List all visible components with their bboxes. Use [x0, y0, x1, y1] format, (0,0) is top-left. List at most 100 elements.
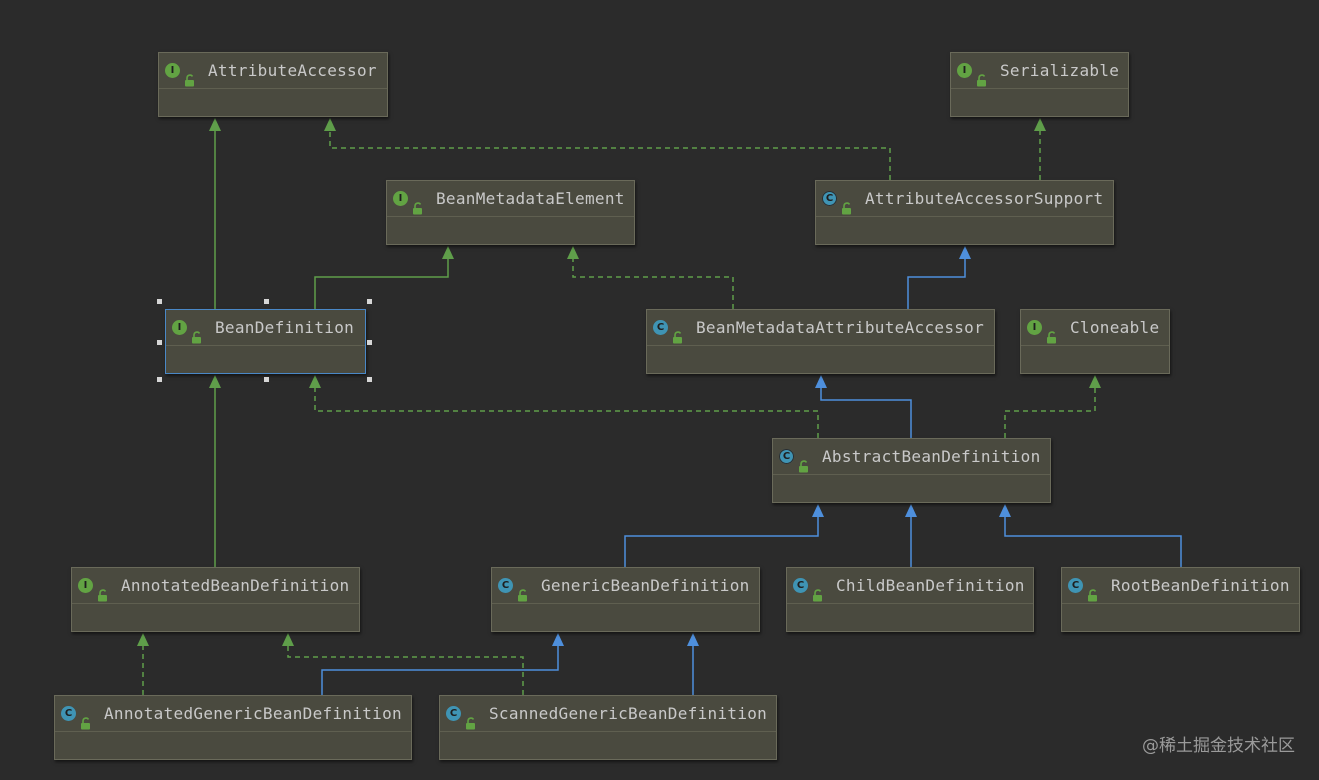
edge-beanDefinition-to-beanMetadataElement: [314, 246, 454, 309]
arrowhead: [999, 504, 1011, 517]
edge-line: [1004, 517, 1182, 567]
public-lock-icon: [812, 579, 824, 602]
selection-handle[interactable]: [263, 299, 269, 304]
class-node-header: I Serializable: [951, 53, 1128, 89]
interface-icon: I: [165, 63, 180, 78]
class-node-header: C GenericBeanDefinition: [492, 568, 759, 604]
edge-line: [907, 259, 966, 309]
edge-line: [329, 131, 891, 180]
edge-beanMetadataAttributeAccessor-to-beanMetadataElement: [567, 246, 734, 309]
class-node-header: I AttributeAccessor: [159, 53, 387, 89]
interface-icon: I: [1027, 320, 1042, 335]
class-name: AttributeAccessor: [208, 61, 377, 80]
edge-line: [287, 646, 524, 695]
edge-line: [314, 388, 819, 438]
arrowhead: [209, 118, 221, 131]
abstract-class-icon: C: [779, 449, 794, 464]
public-lock-icon: [191, 321, 203, 344]
arrowhead: [1034, 118, 1046, 131]
class-node-genericBeanDefinition[interactable]: C GenericBeanDefinition: [491, 567, 760, 632]
public-lock-icon: [97, 579, 109, 602]
arrowhead: [309, 375, 321, 388]
class-node-header: C AnnotatedGenericBeanDefinition: [55, 696, 411, 732]
public-lock-icon: [412, 192, 424, 215]
class-node-header: C ChildBeanDefinition: [787, 568, 1033, 604]
class-icon: C: [498, 578, 513, 593]
edge-attributeAccessorSupport-to-attributeAccessor: [324, 118, 891, 180]
selection-handle[interactable]: [157, 377, 162, 382]
class-name: AnnotatedGenericBeanDefinition: [104, 704, 402, 723]
public-lock-icon: [672, 321, 684, 344]
class-node-serializable[interactable]: I Serializable: [950, 52, 1129, 117]
edge-line: [314, 259, 449, 309]
edge-scannedGenericBeanDefinition-to-annotatedBeanDefinition: [282, 633, 524, 695]
public-lock-icon: [1087, 579, 1099, 602]
class-node-header: I BeanMetadataElement: [387, 181, 634, 217]
class-name: ChildBeanDefinition: [836, 576, 1025, 595]
edge-genericBeanDefinition-to-abstractBeanDefinition: [624, 504, 824, 567]
public-lock-icon: [80, 707, 92, 730]
edge-abstractBeanDefinition-to-beanDefinition: [309, 375, 819, 438]
public-lock-icon: [517, 579, 529, 602]
edge-line: [820, 388, 912, 438]
arrowhead: [567, 246, 579, 259]
selection-handle[interactable]: [263, 377, 269, 382]
selection-handle[interactable]: [157, 339, 162, 345]
edge-line: [1004, 388, 1096, 438]
class-node-beanDefinition[interactable]: I BeanDefinition: [165, 309, 366, 374]
edge-beanMetadataAttributeAccessor-to-attributeAccessorSupport: [907, 246, 971, 309]
arrowhead: [812, 504, 824, 517]
class-icon: C: [793, 578, 808, 593]
class-node-annotatedGenericBeanDefinition[interactable]: C AnnotatedGenericBeanDefinition: [54, 695, 412, 760]
arrowhead: [905, 504, 917, 517]
class-node-beanMetadataAttributeAccessor[interactable]: C BeanMetadataAttributeAccessor: [646, 309, 995, 374]
watermark: @稀土掘金技术社区: [1142, 736, 1295, 756]
class-icon: C: [61, 706, 76, 721]
interface-icon: I: [172, 320, 187, 335]
edge-annotatedGenericBeanDefinition-to-annotatedBeanDefinition: [137, 633, 149, 695]
abstract-class-icon: C: [822, 191, 837, 206]
public-lock-icon: [841, 192, 853, 215]
class-name: AbstractBeanDefinition: [822, 447, 1041, 466]
public-lock-icon: [976, 64, 988, 87]
edge-line: [572, 259, 734, 309]
edge-annotatedGenericBeanDefinition-to-genericBeanDefinition: [321, 633, 564, 695]
arrowhead: [442, 246, 454, 259]
selection-handle[interactable]: [367, 377, 372, 382]
arrowhead: [209, 375, 221, 388]
arrowhead: [687, 633, 699, 646]
interface-icon: I: [393, 191, 408, 206]
class-name: Serializable: [1000, 61, 1120, 80]
public-lock-icon: [184, 64, 196, 87]
edge-abstractBeanDefinition-to-cloneable: [1004, 375, 1101, 438]
selection-handle[interactable]: [367, 339, 372, 345]
class-name: BeanDefinition: [215, 318, 355, 337]
interface-icon: I: [957, 63, 972, 78]
class-name: BeanMetadataElement: [436, 189, 625, 208]
arrowhead: [324, 118, 336, 131]
selection-handle[interactable]: [157, 299, 162, 304]
class-node-header: C AbstractBeanDefinition: [773, 439, 1050, 475]
arrowhead: [552, 633, 564, 646]
public-lock-icon: [465, 707, 477, 730]
public-lock-icon: [798, 450, 810, 473]
arrowhead: [1089, 375, 1101, 388]
class-node-childBeanDefinition[interactable]: C ChildBeanDefinition: [786, 567, 1034, 632]
class-name: GenericBeanDefinition: [541, 576, 750, 595]
edge-childBeanDefinition-to-abstractBeanDefinition: [905, 504, 917, 567]
class-node-abstractBeanDefinition[interactable]: C AbstractBeanDefinition: [772, 438, 1051, 503]
class-name: BeanMetadataAttributeAccessor: [696, 318, 985, 337]
class-icon: C: [1068, 578, 1083, 593]
class-node-attributeAccessor[interactable]: I AttributeAccessor: [158, 52, 388, 117]
class-node-beanMetadataElement[interactable]: I BeanMetadataElement: [386, 180, 635, 245]
selection-handle[interactable]: [367, 299, 372, 304]
class-icon: C: [653, 320, 668, 335]
